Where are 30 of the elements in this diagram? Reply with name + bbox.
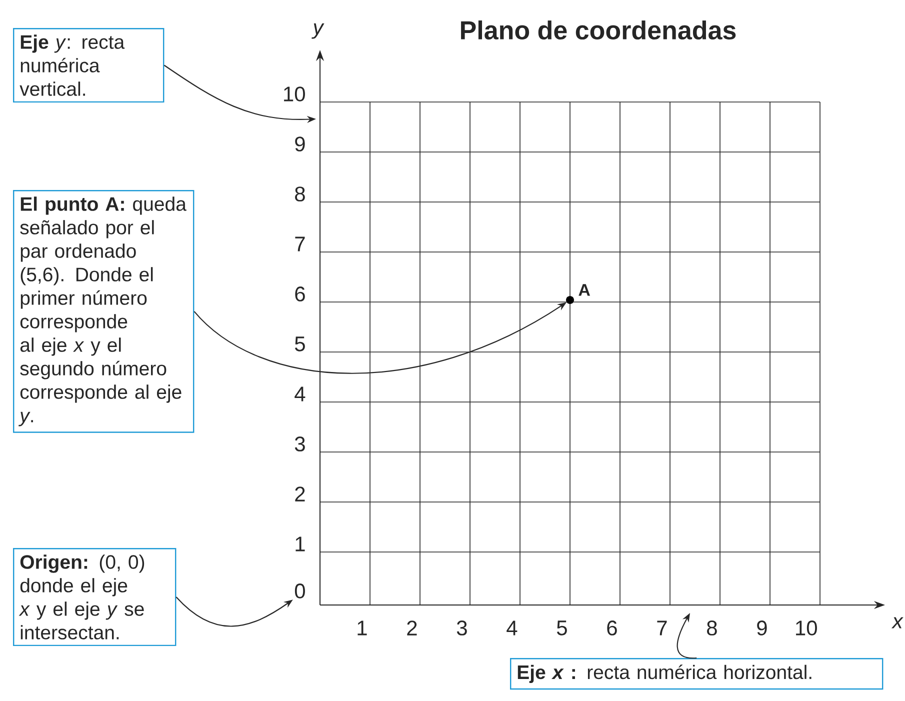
title: Plano de coordenadas	[461, 20, 736, 40]
tick-label: 3	[294, 436, 305, 452]
tick-label: 7	[657, 620, 667, 636]
tick-label: 7	[295, 236, 305, 252]
tick-label: 4	[294, 386, 306, 402]
tick-label: 6	[607, 620, 617, 636]
tick-label: 8	[295, 186, 305, 202]
callout-box: Origen: (0, 0) donde el eje x y el eje y se intersectan.	[13, 548, 176, 646]
callout-box: Eje y: recta numérica vertical.	[13, 28, 164, 103]
tick-label: 0	[294, 584, 305, 598]
tick-label: 6	[295, 286, 305, 302]
point-label: A	[578, 284, 590, 296]
tick-label: 10	[796, 620, 817, 636]
tick-label: 9	[295, 136, 305, 152]
tick-label: 5	[294, 336, 305, 352]
tick-label: 2	[295, 486, 305, 502]
tick-label: 5	[556, 620, 567, 636]
tick-label: 1	[296, 536, 305, 552]
tick-label: 4	[506, 620, 518, 636]
axis-label: x	[891, 617, 904, 628]
callout-box: Eje x : recta numérica horizontal.	[510, 658, 884, 690]
tick-label: 9	[757, 620, 767, 636]
tick-label: 8	[707, 620, 717, 636]
tick-label: 2	[407, 620, 417, 636]
callout-box: El punto A: queda señalado por el par ordenado (5,6). Donde el primer número corresponde al eje x y el segundo número corresponde al eje y.	[13, 190, 194, 433]
tick-label: 3	[456, 620, 467, 636]
tick-label: 1	[358, 620, 367, 636]
axis-label: y	[312, 23, 324, 39]
tick-label: 10	[284, 86, 305, 102]
point-dot	[566, 296, 574, 304]
